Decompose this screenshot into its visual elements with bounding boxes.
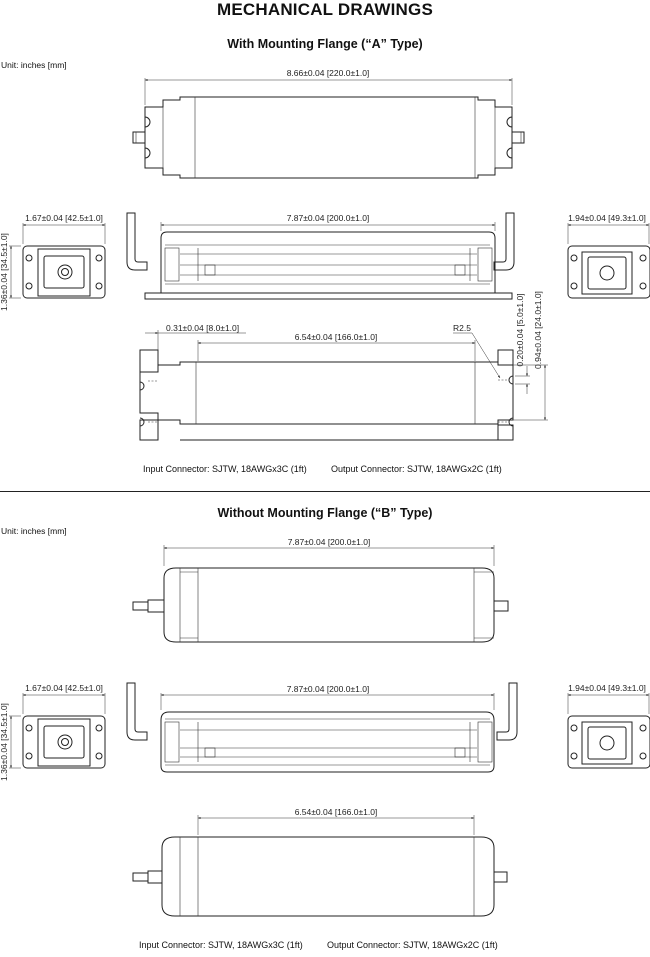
b-input-width-dim: 1.67±0.04 [42.5±1.0] — [22, 683, 106, 714]
section-a-unit-note: Unit: inches [mm] — [1, 60, 67, 70]
b-body-length-top-dim: 7.87±0.04 [200.0±1.0] — [163, 537, 495, 566]
a-flange-offset-label: 0.31±0.04 [8.0±1.0] — [166, 323, 239, 333]
section-b-unit-note: Unit: inches [mm] — [1, 526, 67, 536]
section-a-input-connector: Input Connector: SJTW, 18AWGx3C (1ft) — [143, 464, 307, 474]
section-b-input-connector: Input Connector: SJTW, 18AWGx3C (1ft) — [139, 940, 303, 950]
b-body-length-top-label: 7.87±0.04 [200.0±1.0] — [288, 537, 371, 547]
b-inner-length-label: 6.54±0.04 [166.0±1.0] — [295, 807, 378, 817]
a-input-end-view — [22, 245, 106, 299]
section-divider — [0, 491, 650, 492]
a-output-width-dim: 1.94±0.04 [49.3±1.0] — [567, 213, 650, 244]
section-a-output-connector: Output Connector: SJTW, 18AWGx2C (1ft) — [331, 464, 502, 474]
section-a-title: With Mounting Flange (“A” Type) — [227, 37, 423, 51]
a-flange-width-label: 0.94±0.04 [24.0±1.0] — [533, 291, 543, 369]
b-input-end-view — [22, 715, 106, 769]
a-radius-label: R2.5 — [453, 323, 471, 333]
a-output-width-label: 1.94±0.04 [49.3±1.0] — [568, 213, 646, 223]
section-b-output-connector: Output Connector: SJTW, 18AWGx2C (1ft) — [327, 940, 498, 950]
a-hole-spacing-dim: 6.54±0.04 [166.0±1.0] — [197, 332, 476, 361]
a-top-view — [132, 96, 525, 179]
b-output-width-dim: 1.94±0.04 [49.3±1.0] — [567, 683, 650, 714]
a-radius-callout: R2.5 — [453, 323, 501, 379]
a-hole-spacing-label: 6.54±0.04 [166.0±1.0] — [295, 332, 378, 342]
b-output-end-view — [567, 715, 650, 769]
a-flange-view — [139, 349, 514, 441]
b-input-width-label: 1.67±0.04 [42.5±1.0] — [25, 683, 103, 693]
b-inner-length-dim: 6.54±0.04 [166.0±1.0] — [197, 807, 475, 835]
a-overall-length-dim: 8.66±0.04 [220.0±1.0] — [144, 68, 513, 105]
a-flange-thickness-label: 0.20±0.04 [5.0±1.0] — [515, 293, 525, 366]
a-overall-length-label: 8.66±0.04 [220.0±1.0] — [287, 68, 370, 78]
b-height-dim: 1.36±0.04 [34.5±1.0] — [0, 703, 21, 781]
b-output-width-label: 1.94±0.04 [49.3±1.0] — [568, 683, 646, 693]
a-body-length-dim: 7.87±0.04 [200.0±1.0] — [160, 213, 496, 231]
a-height-dim: 1.36±0.04 [34.5±1.0] — [0, 233, 21, 311]
b-bottom-view — [132, 836, 508, 917]
a-height-label: 1.36±0.04 [34.5±1.0] — [0, 233, 9, 311]
b-side-view — [126, 682, 518, 773]
a-flange-offset-dim: 0.31±0.04 [8.0±1.0] — [145, 323, 246, 364]
page-title: MECHANICAL DRAWINGS — [217, 0, 433, 19]
section-b-title: Without Mounting Flange (“B” Type) — [217, 506, 433, 520]
a-input-width-label: 1.67±0.04 [42.5±1.0] — [25, 213, 103, 223]
a-flange-thickness-dim: 0.20±0.04 [5.0±1.0] — [515, 293, 530, 394]
b-top-view — [132, 567, 509, 643]
a-flange-width-dim: 0.94±0.04 [24.0±1.0] — [513, 291, 548, 421]
b-body-length-dim: 7.87±0.04 [200.0±1.0] — [160, 684, 495, 710]
a-output-end-view — [567, 245, 650, 299]
a-body-length-label: 7.87±0.04 [200.0±1.0] — [287, 213, 370, 223]
b-height-label: 1.36±0.04 [34.5±1.0] — [0, 703, 9, 781]
b-body-length-label: 7.87±0.04 [200.0±1.0] — [287, 684, 370, 694]
a-side-view — [126, 212, 515, 300]
a-input-width-dim: 1.67±0.04 [42.5±1.0] — [22, 213, 106, 244]
